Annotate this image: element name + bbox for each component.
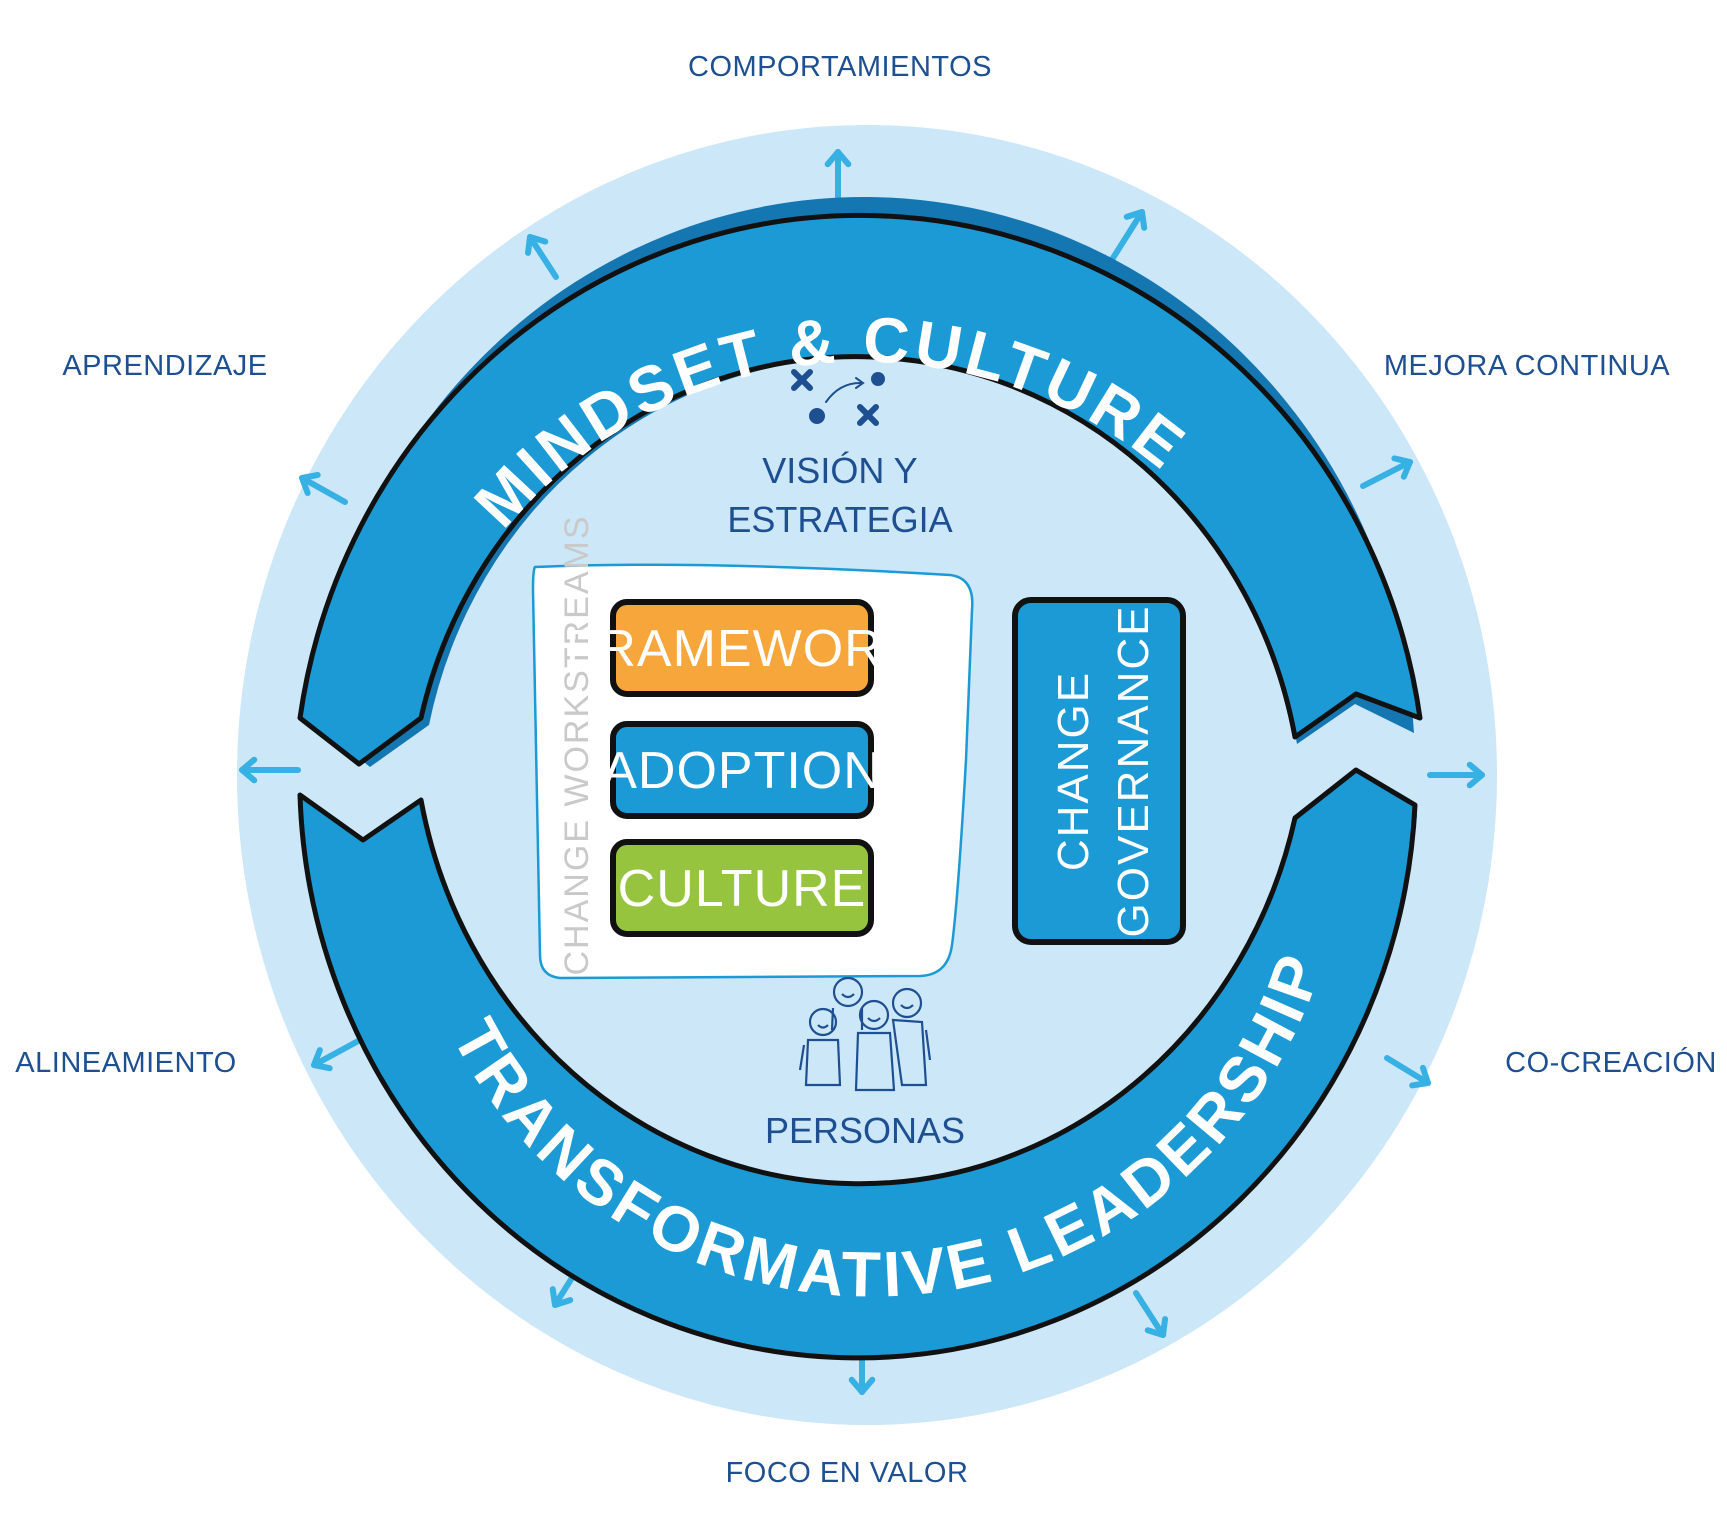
arrow-up (824, 149, 852, 208)
bottom-ring-segment (297, 767, 1418, 1361)
workstream-boxes: FRAMEWORK ADOPTION CULTURE (566, 599, 919, 937)
governance-line-1: CHANGE (1049, 671, 1098, 871)
label-foco-en-valor: FOCO EN VALOR (726, 1457, 969, 1489)
arrow-up-right (1110, 209, 1148, 261)
arrow-up-left (525, 234, 559, 280)
label-co-creacion: CO-CREACIÓN (1505, 1046, 1717, 1079)
workstream-label: ADOPTION (602, 742, 882, 800)
workstream-box (610, 839, 874, 937)
arrow-left-upper (299, 471, 348, 505)
workstream-culture: CULTURE (610, 839, 874, 937)
label-aprendizaje: APRENDIZAJE (62, 350, 267, 382)
label-mejora-continua: MEJORA CONTINUA (1384, 350, 1670, 382)
workstream-framework: FRAMEWORK (566, 599, 919, 697)
arrow-left (239, 756, 301, 784)
strategy-play-icon (791, 369, 885, 426)
label-alineamiento: ALINEAMIENTO (15, 1047, 236, 1079)
arrow-right-lower (1384, 1055, 1431, 1089)
change-governance-box (1012, 597, 1186, 945)
vision-line-1: VISIÓN Y (762, 450, 917, 491)
workstream-label: FRAMEWORK (566, 620, 919, 678)
workstream-box (610, 599, 874, 697)
workstream-label: CULTURE (618, 860, 867, 918)
arrow-left-lower (311, 1037, 363, 1072)
arrow-right-upper (1360, 455, 1413, 489)
label-comportamientos: COMPORTAMIENTOS (688, 51, 992, 83)
workstream-adoption: ADOPTION (602, 721, 882, 819)
top-ring-segment (297, 212, 1423, 767)
arrow-right (1427, 761, 1485, 789)
workstreams-title: CHANGE WORKSTREAMS (558, 514, 596, 975)
people-group-icon (798, 976, 932, 1092)
vision-line-2: ESTRATEGIA (727, 499, 952, 540)
arrow-down-right (1133, 1290, 1169, 1338)
governance-line-2: GOVERNANCE (1109, 605, 1158, 938)
personas-label: PERSONAS (765, 1110, 965, 1151)
workstream-box (610, 721, 874, 819)
